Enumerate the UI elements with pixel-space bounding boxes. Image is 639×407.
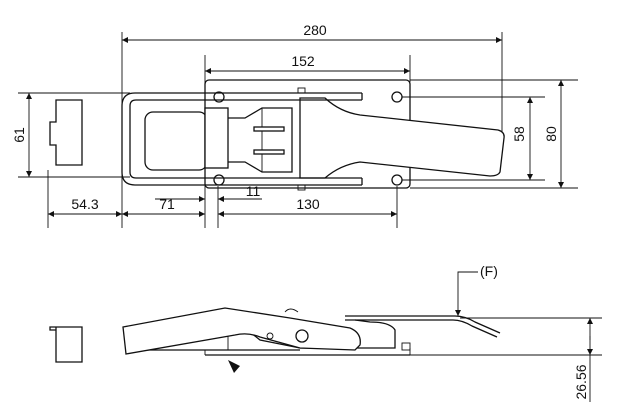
catch-plate — [49, 99, 83, 166]
dimension-280: 280 — [303, 22, 327, 38]
dimension-80: 80 — [543, 126, 559, 142]
side-view: (F) 26.56 — [49, 263, 602, 402]
dimension-26-56: 26.56 — [573, 364, 589, 399]
buckle-body — [225, 107, 293, 173]
mounting-hole — [213, 174, 225, 186]
mounting-hole — [213, 91, 225, 103]
lever-side — [122, 307, 361, 355]
top-view: 280 152 61 58 80 54.3 71 130 11 — [11, 22, 578, 228]
dimension-54-3: 54.3 — [71, 196, 98, 212]
dimension-152: 152 — [291, 53, 315, 69]
mounting-hole — [391, 174, 403, 186]
pointer-arrow — [228, 360, 240, 373]
force-leader — [455, 271, 478, 316]
hasp-loop — [121, 92, 362, 186]
buckle-block — [204, 107, 229, 169]
mounting-hole — [391, 91, 403, 103]
hasp-loop-inner — [129, 99, 362, 179]
dimension-130: 130 — [296, 196, 320, 212]
dimension-58: 58 — [511, 126, 527, 142]
lever — [299, 97, 505, 179]
force-label: (F) — [480, 263, 498, 279]
dimension-11: 11 — [246, 183, 261, 199]
spring-arm — [345, 315, 501, 334]
dimension-61: 61 — [11, 127, 27, 143]
catch-side — [49, 326, 83, 363]
dimension-71: 71 — [159, 196, 175, 212]
hasp-slot — [144, 111, 208, 171]
